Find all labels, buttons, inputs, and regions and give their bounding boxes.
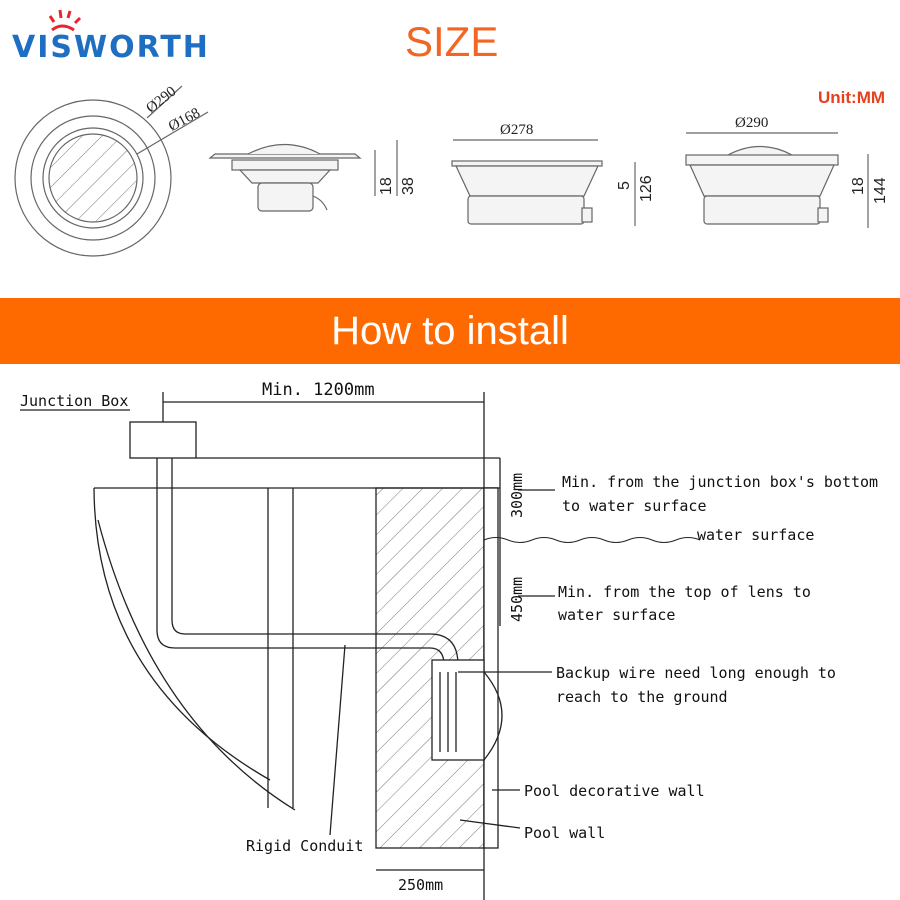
pool-wall-label: Pool wall (524, 824, 606, 842)
side1-height-a: 18 (378, 177, 395, 195)
brand-logo: VISWORTH (12, 30, 210, 65)
side3-height-b: 144 (872, 177, 889, 204)
backup-note-line-1: Backup wire need long enough to (556, 664, 836, 682)
junction-box-label: Junction Box (20, 392, 129, 410)
side3-height-a: 18 (850, 177, 867, 195)
side1-height-b: 38 (400, 177, 417, 195)
size-title: SIZE (405, 18, 499, 65)
side2-height-b: 126 (638, 175, 655, 202)
lens-note-line-1: Min. from the top of lens to (558, 583, 811, 601)
min-distance-label: Min. 1200mm (262, 380, 375, 400)
backup-note-line-2: reach to the ground (556, 688, 728, 706)
dim-450-label: 450mm (508, 576, 526, 622)
install-drawing (20, 392, 701, 900)
jb-note-line-1: Min. from the junction box's bottom (562, 473, 879, 491)
front-view-drawing (14, 85, 209, 257)
side-view-3-drawing (685, 132, 869, 228)
logo-sun-icon (48, 9, 82, 32)
rigid-conduit-label: Rigid Conduit (246, 837, 364, 855)
side3-diameter: Ø290 (735, 115, 769, 131)
side-view-2-drawing (451, 139, 636, 226)
side-view-1-drawing (208, 140, 398, 212)
how-to-install-banner: How to install (0, 298, 900, 364)
dim-250-label: 250mm (398, 876, 444, 894)
unit-label: Unit:MM (818, 88, 886, 107)
lens-note-line-2: water surface (558, 606, 676, 624)
side2-diameter: Ø278 (500, 122, 534, 138)
water-surface-label: water surface (697, 526, 815, 544)
dim-300-label: 300mm (508, 472, 526, 518)
decorative-wall-label: Pool decorative wall (524, 782, 705, 800)
jb-note-line-2: to water surface (562, 497, 707, 515)
side2-height-a: 5 (616, 181, 633, 190)
